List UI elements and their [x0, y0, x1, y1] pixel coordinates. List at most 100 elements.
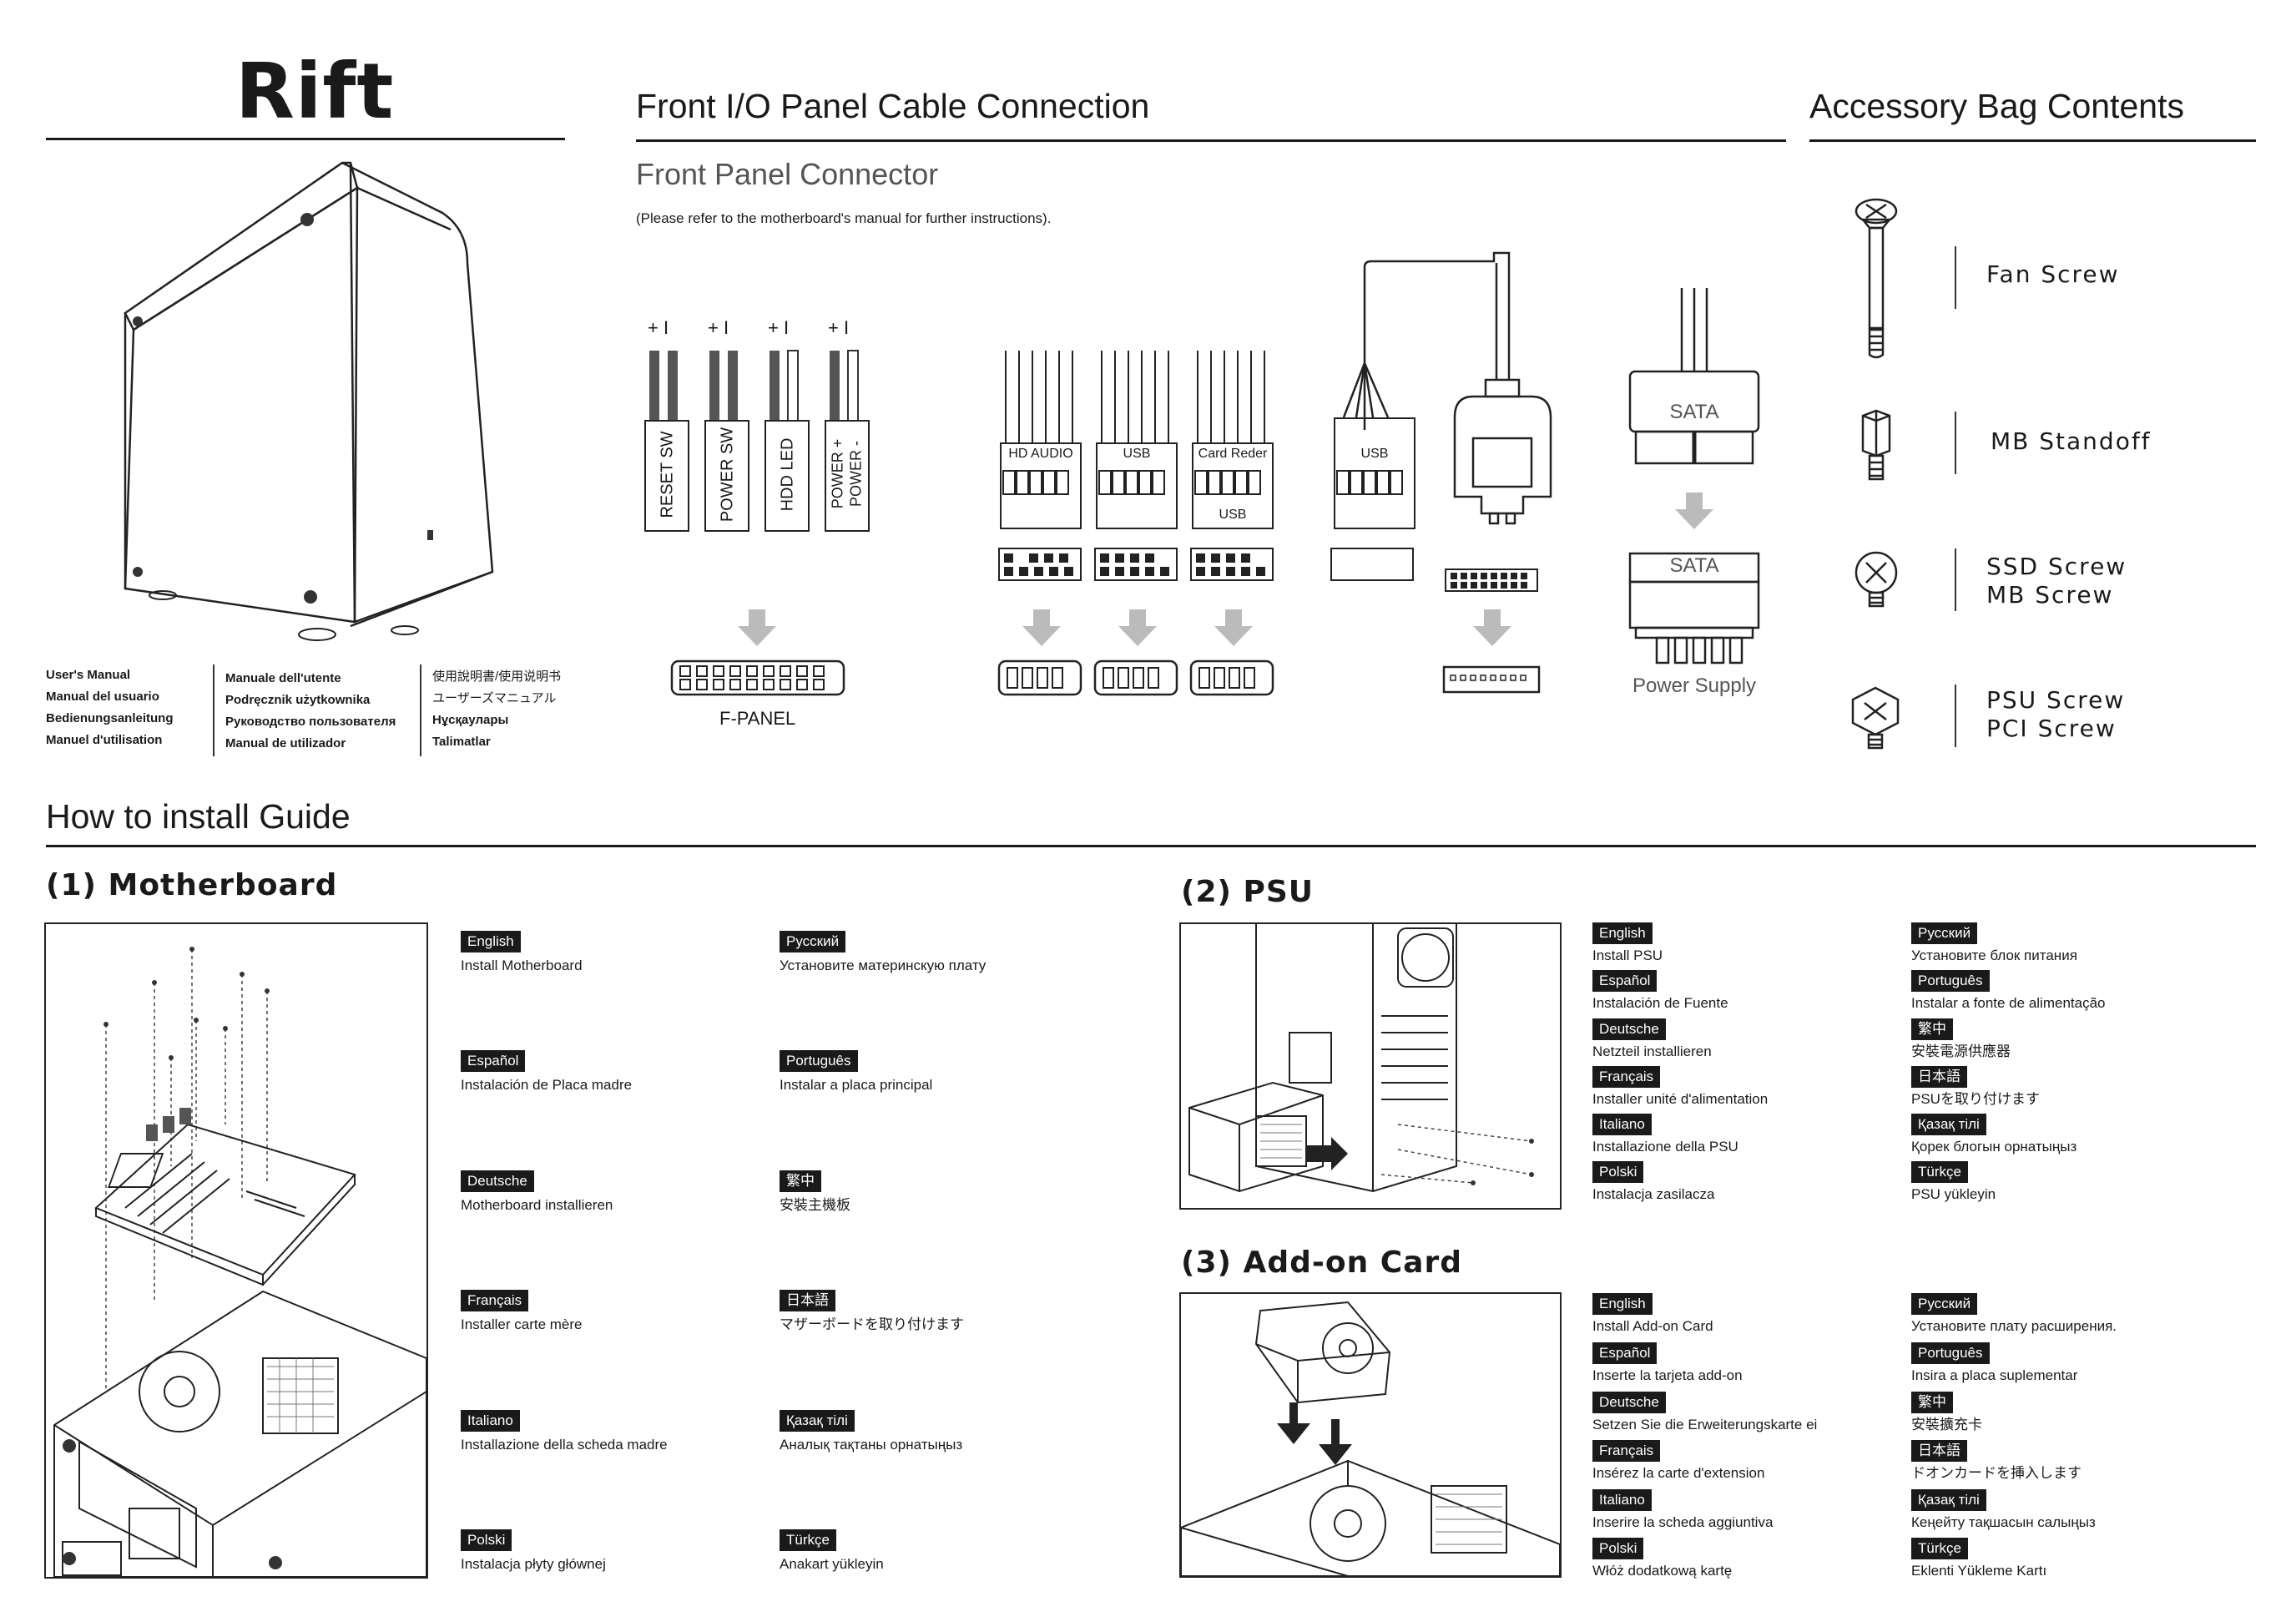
manual-title: Manual de utilizador: [225, 736, 346, 750]
usb-connector: [1096, 442, 1178, 529]
lang-text: Кеңейту тақшасын салыңыз: [1911, 1514, 2096, 1530]
lang-text: Anakart yükleyin: [780, 1556, 884, 1572]
lang-tag: Türkçe: [1911, 1538, 1968, 1559]
lang-tag: Türkçe: [1911, 1161, 1968, 1183]
lang-text: Netzteil installieren: [1592, 1043, 1712, 1059]
lang-text: Install Motherboard: [461, 958, 583, 973]
case-illustration: [124, 161, 494, 641]
accessory-label: MB Screw: [1986, 581, 2114, 609]
psu-sata-connector: [1628, 552, 1760, 664]
ssd-screw-icon: [1854, 551, 1898, 608]
lang-text: Установите блок питания: [1911, 947, 2077, 963]
header-label: USB: [1123, 447, 1151, 461]
lang-tag: 繁中: [1911, 1392, 1953, 1413]
lang-text: マザーボードを取り付けます: [780, 1316, 964, 1332]
hd-audio-connector: [1000, 442, 1082, 529]
power-sw-plug: [704, 420, 749, 532]
lang-text: PSU yükleyin: [1911, 1186, 1996, 1202]
mb-standoff-icon: [1861, 409, 1891, 481]
f-panel-header-icon: [670, 659, 845, 696]
polarity-mark: + I: [768, 317, 790, 338]
lang-tag: 繁中: [780, 1170, 821, 1192]
manual-title: Talimatlar: [432, 735, 491, 749]
switch-wires: [649, 350, 859, 422]
lang-tag: Deutsche: [1592, 1392, 1666, 1413]
lang-tag: Português: [780, 1050, 858, 1072]
switch-label: POWER +: [829, 438, 846, 509]
lang-tag: 日本語: [1911, 1066, 1967, 1088]
manual-col-2: Manuale dell'utente Podręcznik użytkowni…: [225, 668, 396, 755]
lang-tag: Português: [1911, 1342, 1990, 1364]
lang-tag: Deutsche: [461, 1170, 534, 1192]
lang-text: 安裝主機板: [780, 1197, 850, 1213]
lang-text: 安裝擴充卡: [1911, 1417, 1982, 1433]
lang-tag: Italiano: [1592, 1114, 1652, 1135]
lang-tag: Français: [1592, 1440, 1661, 1462]
lang-text: Install Add-on Card: [1592, 1318, 1713, 1334]
lang-tag: 日本語: [1911, 1440, 1967, 1462]
polarity-mark: + I: [708, 317, 729, 338]
lang-text: Insérez la carte d'extension: [1592, 1465, 1765, 1481]
accessory-divider: [1955, 685, 1956, 747]
lang-text: Instalacja płyty głównej: [461, 1556, 606, 1572]
manual-divider: [420, 664, 421, 756]
lang-tag: Қазақ тілі: [780, 1410, 855, 1432]
manual-title: Нұсқаулары: [432, 713, 509, 727]
card-reader-connector: [1192, 442, 1274, 529]
switch-label: HDD LED: [778, 437, 797, 512]
manual-col-1: User's Manual Manual del usuario Bedienu…: [46, 664, 174, 751]
lang-text: Instalación de Fuente: [1592, 995, 1728, 1011]
switch-label: POWER SW: [718, 427, 737, 523]
psu-screw-icon: [1851, 686, 1900, 750]
lang-tag: Español: [461, 1050, 526, 1072]
arrow-down-icon: [1675, 493, 1713, 529]
lang-text: Қорек блогын орнатыңыз: [1911, 1139, 2077, 1155]
arrow-down-icon: [1022, 609, 1061, 646]
psu-step-title: (2) PSU: [1181, 875, 1315, 909]
usb3-pin-layout: [1445, 568, 1538, 592]
header-label: HD AUDIO: [1008, 447, 1073, 461]
header-pins: [1002, 470, 1261, 495]
header-wires: [1005, 351, 1265, 444]
accessory-divider: [1955, 246, 1956, 309]
pin-layout-icons: [998, 548, 1414, 581]
motherboard-illustration: [44, 922, 428, 1579]
arrow-down-icon: [1214, 609, 1253, 646]
arrow-down-icon: [738, 609, 776, 646]
lang-text: Установите материнскую плату: [780, 958, 987, 973]
lang-text: Installer carte mère: [461, 1316, 583, 1332]
lang-text: 安裝電源供應器: [1911, 1043, 2011, 1059]
lang-tag: English: [1592, 922, 1653, 944]
front-io-rule: [636, 139, 1786, 142]
lang-text: Installazione della PSU: [1592, 1139, 1738, 1155]
lang-tag: English: [1592, 1293, 1653, 1315]
manual-title: Manuel d'utilisation: [46, 733, 163, 747]
lang-text: Instalar a fonte de alimentação: [1911, 995, 2106, 1011]
usb3-pins: [1336, 470, 1403, 495]
manual-title: Руководство пользователя: [225, 715, 396, 729]
lang-text: Установите плату расширения.: [1911, 1318, 2117, 1334]
lang-tag: Русский: [1911, 922, 1978, 944]
arrow-down-icon: [1118, 609, 1157, 646]
brand-rule: [46, 138, 565, 140]
switch-label: POWER -: [847, 441, 865, 507]
power-led-plug: [825, 420, 870, 532]
accessory-label: MB Standoff: [1991, 427, 2152, 455]
manual-title: Bedienungsanleitung: [46, 711, 174, 725]
lang-tag: Русский: [780, 931, 846, 952]
install-guide-title: How to install Guide: [46, 797, 351, 836]
manual-col-3: 使用說明書/使用说明书 ユーザーズマニュアル Нұсқаулары Talima…: [432, 666, 561, 753]
sata-cable: [1628, 288, 1760, 465]
lang-text: Instalación de Placa madre: [461, 1077, 633, 1093]
header-label: Card Reder: [1198, 447, 1268, 461]
lang-tag: Italiano: [1592, 1489, 1652, 1511]
front-panel-subtitle: Front Panel Connector: [636, 157, 939, 191]
manual-title: User's Manual: [46, 668, 131, 682]
lang-tag: Français: [461, 1290, 529, 1311]
lang-tag: Русский: [1911, 1293, 1978, 1315]
accessory-title: Accessory Bag Contents: [1809, 87, 2184, 125]
lang-text: Аналық тақтаны орнатыңыз: [780, 1437, 963, 1453]
lang-tag: Polski: [1592, 1538, 1644, 1559]
header-label: USB: [1219, 508, 1247, 522]
accessory-label: Fan Screw: [1986, 260, 2120, 288]
